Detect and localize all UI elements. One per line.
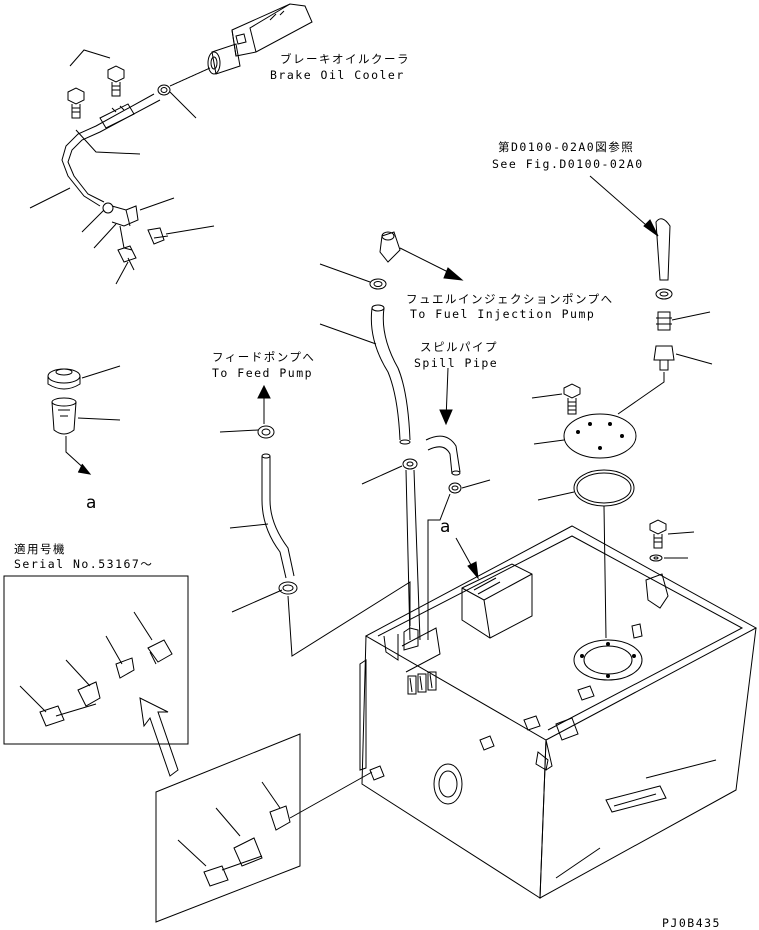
spill-arrow-head [440,410,452,424]
tank-gasket [574,470,634,506]
fuel-tank [360,526,756,898]
injection-arrow-head [444,268,462,280]
leader-cap [82,366,120,378]
leader-spill-clamp [462,480,490,488]
leader-clamp-top [170,92,196,118]
inset-hollow-arrow [140,698,178,776]
leader-fitting-4 [116,262,128,284]
tank-pipe-line [406,470,420,640]
arrow-a-tank-head [468,562,478,578]
detail-route-line [290,772,372,818]
leader-hose-clip [76,130,140,154]
see-fig-jp-label: 第D0100-02A0図参照 [498,140,635,154]
spill-route-line [428,494,450,640]
detail-leader-2 [216,808,240,836]
feed-pump-arrow-head [258,386,270,398]
bolt-lower-left [68,88,84,118]
gasket-route-line [604,506,606,638]
leader-handle [646,760,716,778]
right-nipple [656,312,672,330]
feed-clamp [258,426,274,438]
inset-leader-2 [66,660,90,686]
ref-a-tank-label: a [440,517,451,537]
spill-pipe-en-label: Spill Pipe [414,356,499,370]
leader-right-nipple [672,312,710,320]
right-elbow [654,346,674,370]
spill-clamp [449,483,461,493]
detail-box [156,734,300,922]
leader-right-bolt [668,532,694,534]
leader-fitting-3 [166,226,214,234]
leader-fitting-5 [140,198,174,210]
bolt-upper-left [108,66,124,96]
inset-leader-3 [106,636,122,664]
serial-en-label: Serial No.53167～ [14,557,154,571]
leader-tank [556,848,600,878]
feed-route-line [288,582,410,656]
see-fig-arrow-head [644,220,658,236]
leader-gasket [538,492,574,500]
right-washer [650,555,662,561]
tank-cover-plate [564,414,636,458]
tank-clamp-left [403,459,417,469]
see-fig-en-label: See Fig.D0100-02A0 [492,157,644,171]
brake-oil-cooler-jp-label: ブレーキオイルクーラ [280,52,410,66]
leader-injection-hose [320,324,376,344]
fuel-injection-jp-label: フュエルインジェクションポンプへ [406,292,614,306]
right-hose [656,219,670,280]
tank-box [462,564,532,638]
see-fig-arrow-line [590,176,654,232]
right-route-line [618,372,664,414]
arrow-a-left-head [78,464,90,474]
brake-oil-cooler [208,4,312,74]
drawing-code: PJ0B435 [662,916,721,930]
right-clamp [656,289,672,299]
leader-feed-hose [230,524,268,528]
leader-cover-bolt [532,394,562,398]
detail-leader-3 [262,782,280,808]
leader-injection-clamp [320,264,370,282]
filler-strainer [52,398,76,434]
spill-pipe-jp-label: スピルパイプ [420,340,498,354]
injection-clamp [370,279,386,289]
cooler-hose [62,94,160,206]
bolt-leader [70,50,110,66]
fuel-injection-en-label: To Fuel Injection Pump [410,307,596,321]
leader-right-elbow [676,354,712,364]
injection-elbow [380,232,400,262]
leader-hose [30,188,70,208]
ref-a-left-label: a [86,493,97,513]
fitting-cluster [103,203,168,250]
leader-feed-clamp-lower [232,590,282,612]
injection-hose [371,305,410,444]
leader-fitting-1 [82,210,104,232]
inset-leader-1 [20,686,46,712]
leader-feed-clamp [220,430,258,432]
inset-leader-4 [134,612,152,640]
arrow-a-left-line [66,436,88,472]
serial-jp-label: 適用号機 [14,542,66,556]
leader-tank-clamp [362,466,402,484]
feed-hose [262,454,294,578]
feed-clamp-lower [279,582,297,594]
serial-inset [4,576,188,744]
clamp-ring-top [158,85,170,95]
right-bolt-small [650,520,666,548]
detail-leader-1 [178,840,206,866]
leader-cooler [170,68,210,86]
feed-pump-en-label: To Feed Pump [212,366,314,380]
leader-fitting-2 [94,224,116,248]
leader-strainer [78,418,120,420]
spill-pipe-part [426,436,460,475]
filler-cap [48,369,80,389]
brake-oil-cooler-en-label: Brake Oil Cooler [270,68,405,82]
leader-cover [534,440,564,444]
small-bolt-lower [118,246,136,270]
cover-bolt [564,384,580,414]
feed-pump-jp-label: フィードポンプへ [212,350,316,364]
